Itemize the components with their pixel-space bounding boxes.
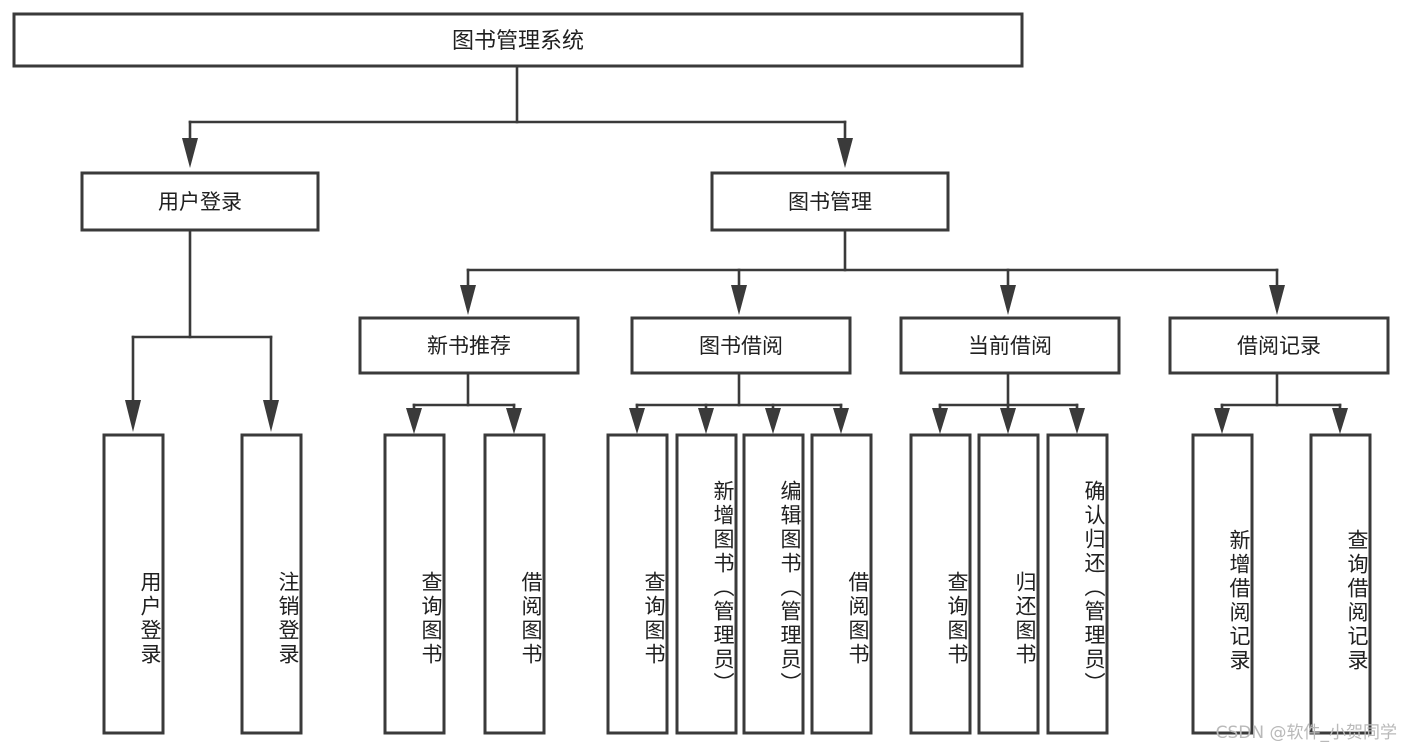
node-leaf-borrow-book-2[interactable] — [810, 433, 873, 735]
node-root-label: 图书管理系统 — [452, 29, 584, 54]
node-new-book-rec[interactable]: 新书推荐 — [358, 316, 580, 375]
node-current-borrow-label: 当前借阅 — [968, 334, 1052, 358]
node-leaf-user-login[interactable] — [102, 433, 165, 735]
node-book-borrow[interactable]: 图书借阅 — [630, 316, 852, 375]
node-book-manage[interactable]: 图书管理 — [710, 171, 950, 232]
node-leaf-query-book-2[interactable] — [606, 433, 669, 735]
connector-bookmanage-to-level2 — [460, 228, 1285, 315]
node-leaf-edit-book[interactable] — [742, 433, 805, 735]
node-leaf-query-book-3[interactable] — [909, 433, 972, 735]
node-leaf-return-book[interactable] — [977, 433, 1040, 735]
node-borrow-record-label: 借阅记录 — [1237, 334, 1321, 358]
node-book-borrow-label: 图书借阅 — [699, 334, 783, 358]
node-user-login[interactable]: 用户登录 — [80, 171, 320, 232]
node-root[interactable]: 图书管理系统 — [12, 12, 1024, 68]
node-leaf-query-book-1[interactable] — [383, 433, 446, 735]
node-leaf-add-record[interactable] — [1191, 433, 1254, 735]
node-leaf-borrow-book-1[interactable] — [483, 433, 546, 735]
connector-userlogin-to-leaves — [125, 228, 279, 432]
csdn-watermark: CSDN @软件_小贺同学 — [1215, 723, 1397, 743]
connector-borrowrecord-to-leaves — [1214, 371, 1348, 434]
node-leaf-add-book[interactable] — [675, 433, 738, 735]
connector-root-to-level1 — [182, 64, 853, 168]
node-user-login-label: 用户登录 — [158, 190, 242, 214]
node-borrow-record[interactable]: 借阅记录 — [1168, 316, 1390, 375]
node-leaf-confirm-return[interactable] — [1046, 433, 1109, 735]
connector-currentborrow-to-leaves — [932, 371, 1085, 434]
connector-bookborrow-to-leaves — [629, 371, 849, 434]
node-current-borrow[interactable]: 当前借阅 — [899, 316, 1121, 375]
node-new-book-rec-label: 新书推荐 — [427, 334, 511, 358]
node-book-manage-label: 图书管理 — [788, 190, 872, 214]
node-leaf-query-record[interactable] — [1309, 433, 1372, 735]
connector-newbook-to-leaves — [406, 371, 522, 434]
node-leaf-logout-login[interactable] — [240, 433, 303, 735]
